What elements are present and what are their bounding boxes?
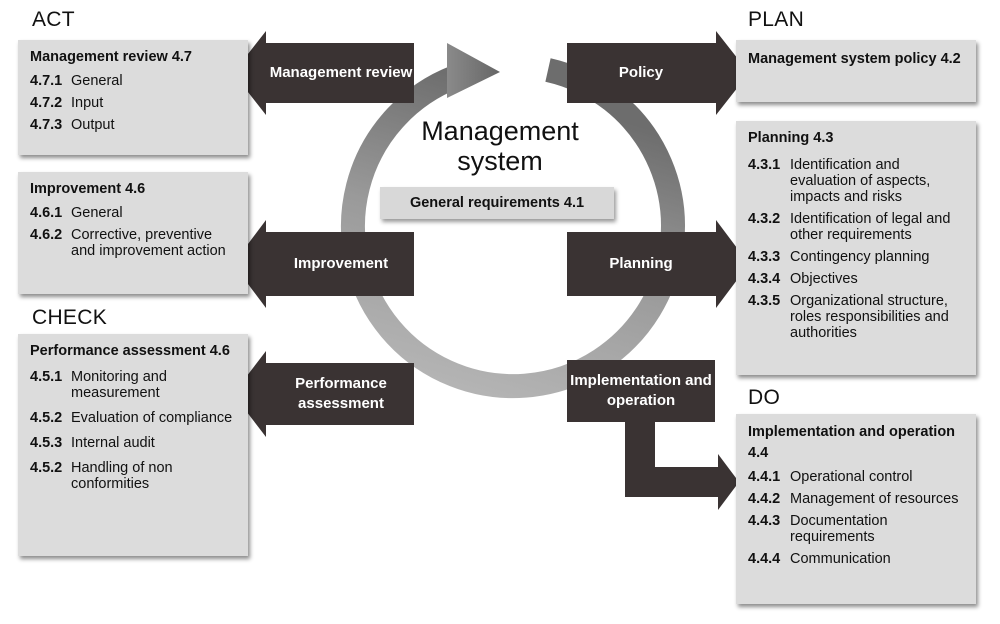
implementation-connector [625, 420, 739, 510]
policy-label: Policy [618, 64, 664, 81]
improvement-label: Improvement [293, 255, 389, 272]
general-requirements-box: General requirements 4.1 [380, 187, 614, 219]
center-title: Management system [421, 116, 579, 176]
performance-assessment-label: Performance assessment [295, 375, 387, 412]
panel-title: Performance assessment 4.6 [30, 343, 230, 359]
planning-node[interactable] [567, 220, 749, 308]
planning-label: Planning [609, 255, 673, 272]
cycle-arrowhead [447, 43, 500, 98]
implementation-node[interactable] [567, 360, 715, 422]
panel-title: Management system policy 4.2 [748, 51, 961, 67]
phase-plan: PLAN [748, 8, 805, 31]
cycle-ring [341, 58, 685, 399]
panel-title: Implementation and operation 4.4 [748, 424, 956, 461]
panel-title: Management review 4.7 [30, 49, 192, 65]
phase-check: CHECK [32, 306, 108, 329]
performance-assessment-node[interactable] [233, 351, 414, 437]
phase-do: DO [748, 386, 781, 409]
panel-title: Planning 4.3 [748, 130, 834, 146]
phase-act: ACT [32, 8, 75, 31]
management-review-label: Management review [269, 64, 413, 81]
panel-title: Improvement 4.6 [30, 181, 146, 197]
policy-node[interactable] [567, 31, 749, 115]
management-review-node[interactable] [233, 31, 414, 115]
implementation-label: Implementation and operation [570, 372, 712, 409]
improvement-node[interactable] [233, 220, 414, 308]
policy-panel: Management system policy 4.2 [736, 40, 976, 102]
